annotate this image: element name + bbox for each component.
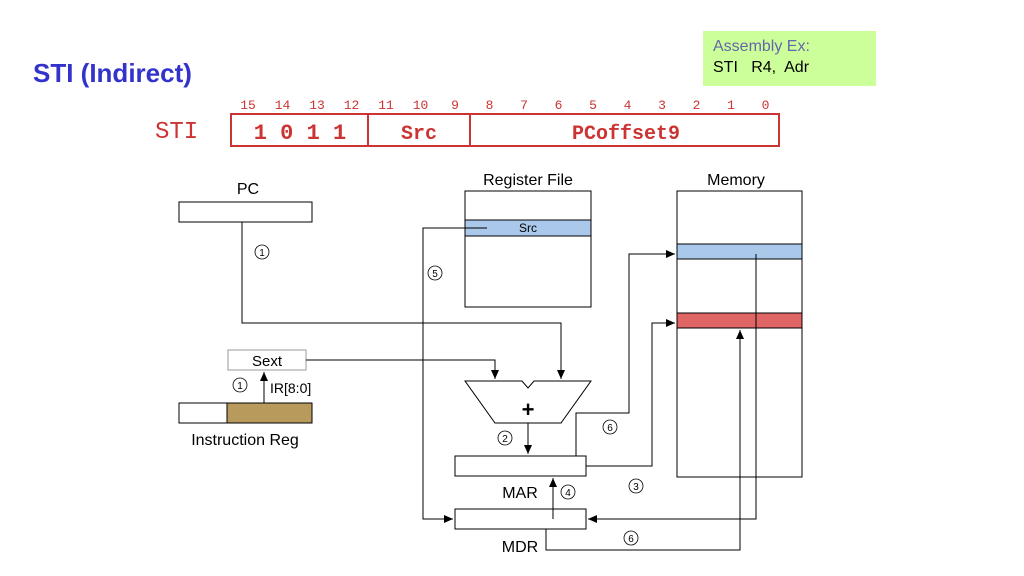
svg-text:1: 1 [259,248,265,259]
instruction-register-upper [178,402,228,424]
assembly-example-box: Assembly Ex: STI R4, Adr [703,31,876,86]
memory-label: Memory [707,172,765,189]
opcode-bits: 1 0 1 1 [254,121,346,146]
sext-label: Sext [252,353,283,370]
step-marker: 4 [560,484,576,500]
step-marker: 1 [232,377,248,393]
step-marker: 6 [623,530,639,546]
pc-to-adder-wire [241,222,565,379]
adder [464,380,592,424]
bit-number: 6 [555,98,563,113]
svg-text:5: 5 [432,269,438,280]
mar-to-memory-pointer-wire [575,250,675,456]
bit-number: 4 [624,98,632,113]
svg-text:2: 2 [502,434,508,445]
bit-number: 13 [309,98,325,113]
mdr-register [454,508,587,530]
svg-text:3: 3 [633,482,639,493]
opcode-name: STI [155,119,198,146]
bit-number: 2 [693,98,701,113]
bit-number: 3 [658,98,666,113]
bit-number: 1 [727,98,735,113]
step-marker: 6 [602,419,618,435]
bit-number: 7 [520,98,528,113]
bit-number: 14 [275,98,291,113]
svg-text:4: 4 [565,488,571,499]
pcoffset9-field: PCoffset9 [572,123,680,146]
memory-pointer-location [676,243,803,260]
bit-number: 8 [486,98,494,113]
bit-number: 5 [589,98,597,113]
assembly-example-label: Assembly Ex: [713,38,810,55]
pc-register [178,201,313,223]
adder-symbol: + [522,397,535,422]
bit-number: 15 [240,98,256,113]
mar-label: MAR [502,485,538,502]
svg-text:6: 6 [628,534,634,545]
sext-to-adder-wire [306,359,499,379]
bit-number: 0 [762,98,770,113]
instruction-register-ir-field [226,402,313,424]
mar-register [454,455,587,477]
instruction-reg-label: Instruction Reg [191,432,299,449]
bit-number: 12 [344,98,360,113]
register-file-label: Register File [483,172,573,189]
step-marker: 3 [628,478,644,494]
mar-to-memory-target-wire [586,319,675,467]
mdr-label: MDR [502,539,538,556]
memory-to-mdr-wire [588,254,757,523]
bit-number: 10 [413,98,429,113]
assembly-example-code: STI R4, Adr [713,59,810,76]
bit-number: 11 [378,98,394,113]
src-register-label: Src [519,221,537,235]
step-marker: 1 [254,244,270,260]
ir-field-label: IR[8:0] [270,380,311,396]
step-marker: 2 [497,430,513,446]
bit-number: 9 [451,98,459,113]
src-field: Src [401,123,437,146]
instruction-format-box [230,113,780,147]
step-marker: 5 [427,265,443,281]
src-to-mdr-wire [422,227,487,523]
svg-text:6: 6 [607,423,613,434]
register-file [464,190,592,308]
mdr-to-memory-wire [545,330,744,551]
pc-label: PC [237,181,259,198]
memory-target-location [676,312,803,329]
svg-text:1: 1 [237,381,243,392]
page-title: STI (Indirect) [33,58,192,88]
